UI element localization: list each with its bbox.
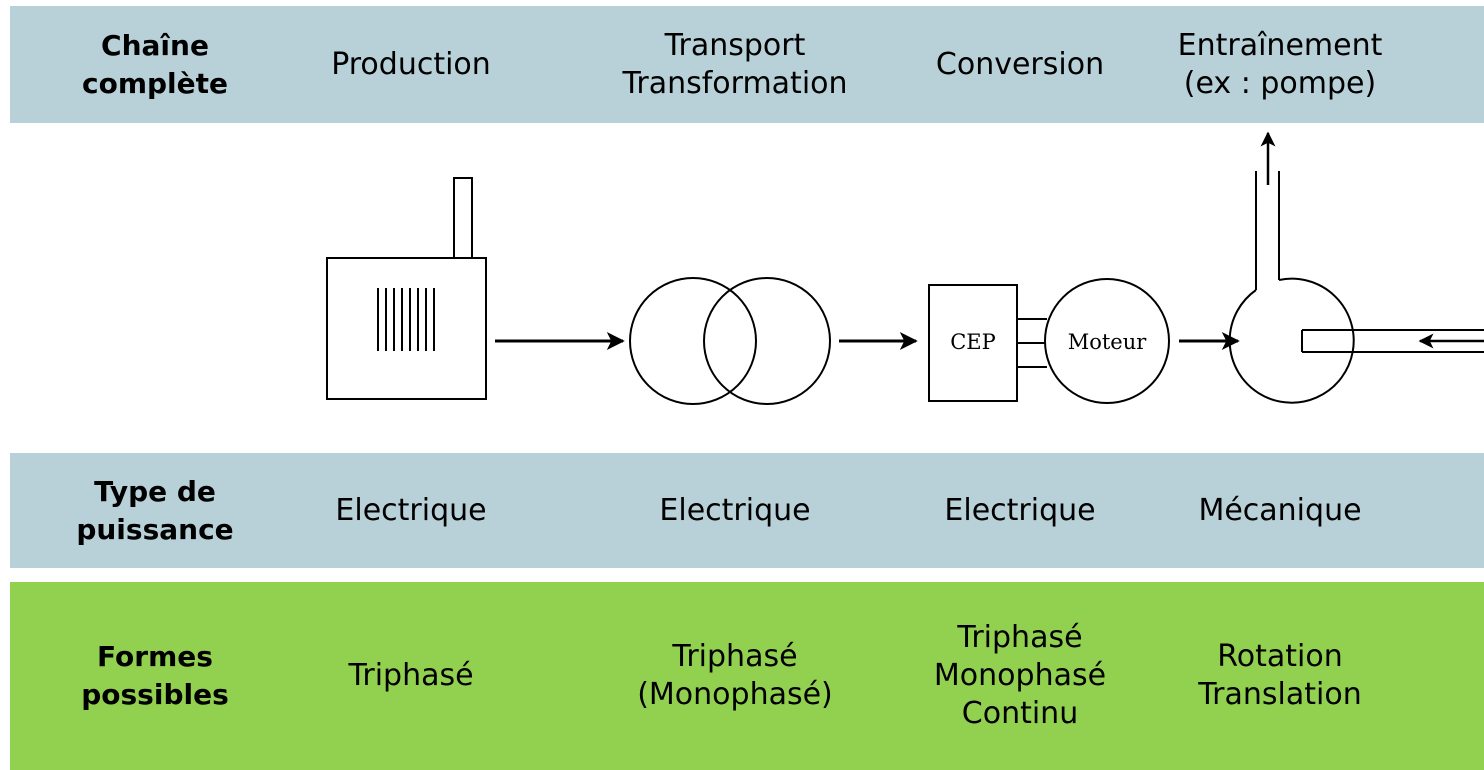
motor-label: Moteur [1068, 330, 1148, 354]
forms-row-label-line: possibles [81, 678, 229, 711]
stage-transport: Transport Transformation [605, 6, 865, 123]
forms-drive: Rotation Translation [1160, 582, 1400, 770]
forms-conversion-value: Continu [961, 696, 1079, 731]
stage-conversion: Conversion [915, 6, 1125, 123]
energy-chain-diagram: CEP Moteur [326, 131, 1484, 405]
power-type-row-label-line: Type de [94, 474, 216, 508]
forms-drive-value: Translation [1198, 677, 1362, 712]
cep-label: CEP [950, 330, 996, 354]
power-type-drive: Mécanique [1198, 492, 1362, 528]
pump-icon [1228, 131, 1484, 404]
stage-drive-label: Entraînement [1177, 27, 1383, 63]
power-type-production: Electrique [335, 492, 487, 528]
power-type-conversion: Electrique [944, 492, 1096, 528]
forms-transport-value: (Monophasé) [637, 677, 833, 712]
forms-drive-value: Rotation [1217, 639, 1343, 674]
forms-band [10, 582, 1484, 770]
stage-drive: Entraînement (ex : pompe) [1160, 6, 1400, 123]
forms-conversion-value: Triphasé [957, 620, 1083, 655]
stage-transport-label: Transport [664, 27, 806, 63]
forms-row-label: Formes possibles [30, 582, 280, 770]
stage-production-label: Production [331, 46, 491, 82]
stage-transformation-label: Transformation [622, 65, 848, 101]
cep-motor-connection [1017, 318, 1047, 368]
power-type-row-label: Type de puissance [30, 453, 280, 568]
forms-conversion: Triphasé Monophasé Continu [915, 582, 1125, 770]
power-type-transport: Electrique [659, 492, 811, 528]
motor-icon [1044, 278, 1170, 404]
transformer-icon [629, 277, 831, 405]
chain-header-band [10, 6, 1484, 123]
forms-conversion-value: Monophasé [933, 658, 1107, 693]
chain-row-label-line: complète [81, 66, 228, 100]
stage-drive-example: (ex : pompe) [1183, 65, 1377, 101]
power-plant-icon [326, 177, 487, 400]
forms-row-label-line: Formes [97, 640, 213, 673]
stage-production: Production [311, 6, 511, 123]
forms-production-value: Triphasé [348, 658, 474, 693]
power-type-row-label-line: puissance [76, 512, 234, 546]
forms-production: Triphasé [311, 582, 511, 770]
power-type-band [10, 453, 1484, 568]
forms-transport: Triphasé (Monophasé) [605, 582, 865, 770]
forms-transport-value: Triphasé [672, 639, 798, 674]
chain-row-label: Chaîne complète [30, 6, 280, 123]
chain-row-label-line: Chaîne [101, 28, 209, 62]
stage-conversion-label: Conversion [935, 46, 1105, 82]
